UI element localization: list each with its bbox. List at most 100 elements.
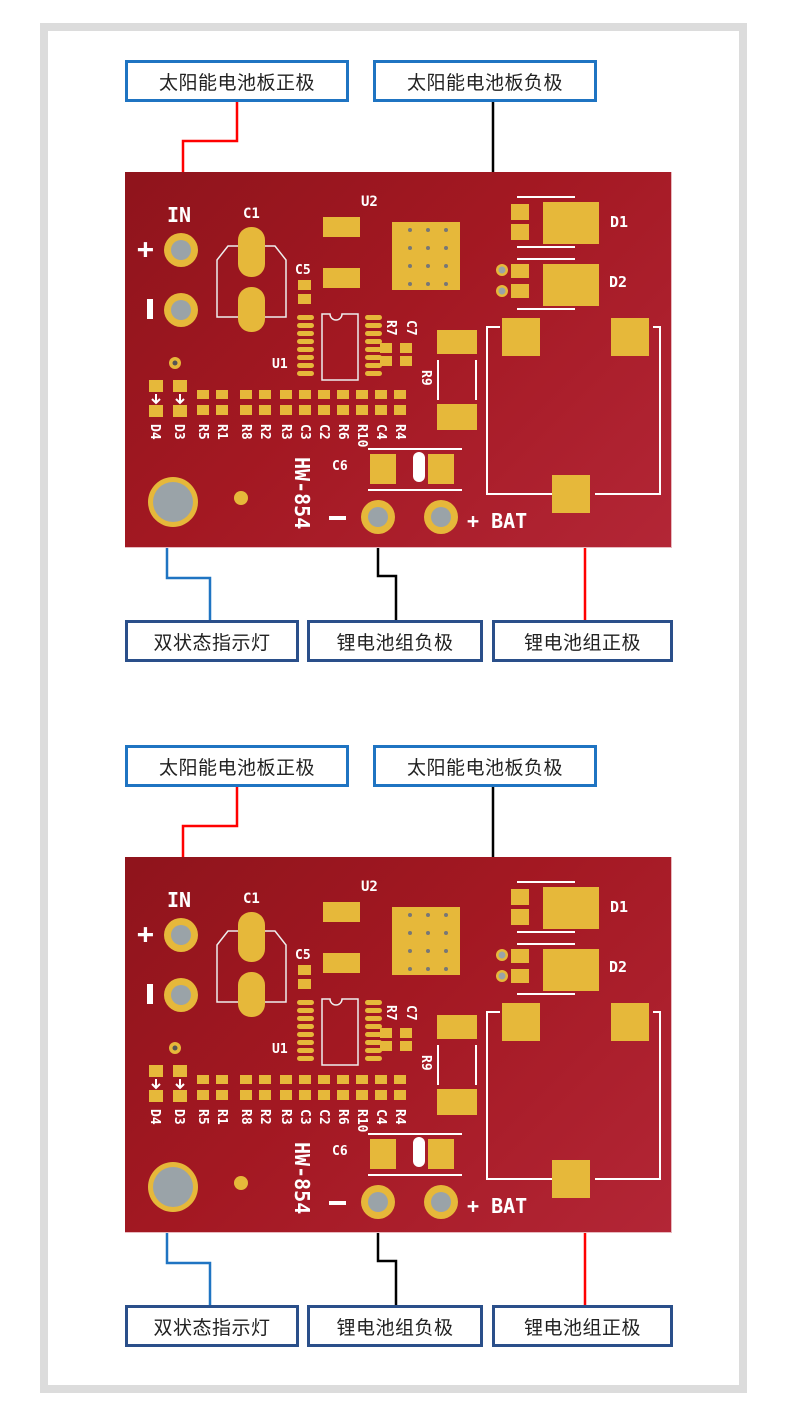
silk-minus-bat bbox=[329, 1201, 346, 1205]
pad-r6 bbox=[337, 390, 349, 399]
silk-r7: R7 bbox=[383, 1005, 398, 1021]
pad-c1-b bbox=[238, 972, 265, 1017]
silk-r3: R3 bbox=[278, 1109, 293, 1125]
pcb-artwork: IN + C1 U2 bbox=[137, 879, 661, 1219]
label-solar-negative: 太阳能电池板负极 bbox=[373, 745, 597, 787]
pad-inductor-b bbox=[611, 1003, 649, 1041]
pad-d4 bbox=[149, 1065, 163, 1077]
pad-r4 bbox=[394, 1075, 406, 1084]
label-solar-positive: 太阳能电池板正极 bbox=[125, 60, 349, 102]
label-indicator-led: 双状态指示灯 bbox=[125, 620, 299, 662]
label-battery-negative: 锂电池组负极 bbox=[307, 620, 483, 662]
silk-r2: R2 bbox=[257, 1109, 272, 1125]
silk-plus: + bbox=[137, 917, 154, 950]
silk-r5: R5 bbox=[195, 424, 210, 440]
pad-r2 bbox=[259, 390, 271, 399]
pad-d3 bbox=[173, 380, 187, 392]
silk-c4: C4 bbox=[373, 424, 388, 440]
label-battery-positive: 锂电池组正极 bbox=[492, 620, 673, 662]
label-solar-negative: 太阳能电池板负极 bbox=[373, 60, 597, 102]
silk-c2: C2 bbox=[316, 424, 331, 440]
pad-r3 bbox=[280, 390, 292, 399]
pad-d4 bbox=[149, 380, 163, 392]
pad-c3 bbox=[299, 390, 311, 399]
pad-r10 bbox=[356, 1075, 368, 1084]
wire-battery-negative bbox=[376, 1215, 398, 1305]
silk-bat: + BAT bbox=[467, 509, 527, 533]
label-solar-positive: 太阳能电池板正极 bbox=[125, 745, 349, 787]
silk-plus: + bbox=[137, 232, 154, 265]
pcb-board: IN + C1 U2 bbox=[125, 857, 672, 1233]
silk-minus-in bbox=[147, 299, 153, 319]
pad-r4 bbox=[394, 390, 406, 399]
silk-c7: C7 bbox=[403, 1005, 418, 1021]
silk-minus-in bbox=[147, 984, 153, 1004]
silk-d2: D2 bbox=[609, 958, 627, 976]
pad-r5 bbox=[197, 390, 209, 399]
silk-d1: D1 bbox=[610, 898, 628, 916]
silk-c2: C2 bbox=[316, 1109, 331, 1125]
pad-c1-a bbox=[238, 912, 265, 962]
wire-battery-negative bbox=[376, 530, 398, 620]
silk-r8: R8 bbox=[238, 1109, 253, 1125]
silk-minus-bat bbox=[329, 516, 346, 520]
pad-d3 bbox=[173, 1065, 187, 1077]
pad-u2-thermal bbox=[392, 222, 460, 290]
silk-c5: C5 bbox=[295, 948, 311, 963]
pcb-diagram-panel: 太阳能电池板正极 太阳能电池板负极 IN + C1 bbox=[0, 685, 790, 1365]
silk-r5: R5 bbox=[195, 1109, 210, 1125]
pad-inductor-a bbox=[502, 1003, 540, 1041]
silk-d4: D4 bbox=[147, 1109, 162, 1125]
silk-d3: D3 bbox=[171, 1109, 186, 1125]
pad-d2 bbox=[543, 949, 599, 991]
silk-r9: R9 bbox=[418, 370, 433, 386]
label-battery-negative: 锂电池组负极 bbox=[307, 1305, 483, 1347]
silk-c5: C5 bbox=[295, 263, 311, 278]
silk-u1: U1 bbox=[272, 1042, 288, 1057]
silk-r4: R4 bbox=[392, 424, 407, 440]
silk-r6: R6 bbox=[335, 424, 350, 440]
silk-model: HW-854 bbox=[290, 457, 314, 529]
pad-c2 bbox=[318, 390, 330, 399]
silk-r6: R6 bbox=[335, 1109, 350, 1125]
silk-c6: C6 bbox=[332, 459, 348, 474]
silk-r1: R1 bbox=[214, 1109, 229, 1125]
pad-u2-thermal bbox=[392, 907, 460, 975]
silk-r7: R7 bbox=[383, 320, 398, 336]
pad-c2 bbox=[318, 1075, 330, 1084]
pad-inductor-c bbox=[552, 1160, 590, 1198]
silk-u2: U2 bbox=[361, 194, 378, 210]
silk-c6: C6 bbox=[332, 1144, 348, 1159]
pad-r8 bbox=[240, 1075, 252, 1084]
silk-model: HW-854 bbox=[290, 1142, 314, 1214]
silk-r10: R10 bbox=[354, 1109, 369, 1133]
pad-c3 bbox=[299, 1075, 311, 1084]
silk-u1: U1 bbox=[272, 357, 288, 372]
silk-c3: C3 bbox=[297, 1109, 312, 1125]
silk-r2: R2 bbox=[257, 424, 272, 440]
silk-r9: R9 bbox=[418, 1055, 433, 1071]
silk-r3: R3 bbox=[278, 424, 293, 440]
pad-d1 bbox=[543, 887, 599, 929]
silk-r4: R4 bbox=[392, 1109, 407, 1125]
pad-r1 bbox=[216, 390, 228, 399]
silk-d4: D4 bbox=[147, 424, 162, 440]
silk-in: IN bbox=[167, 888, 191, 912]
silk-c1: C1 bbox=[243, 891, 260, 907]
pad-c1-a bbox=[238, 227, 265, 277]
pad-d2 bbox=[543, 264, 599, 306]
pad-r8 bbox=[240, 390, 252, 399]
pad-r1 bbox=[216, 1075, 228, 1084]
pcb-board: IN + C1 U2 bbox=[125, 172, 672, 548]
pad-r3 bbox=[280, 1075, 292, 1084]
silk-c7: C7 bbox=[403, 320, 418, 336]
silk-r1: R1 bbox=[214, 424, 229, 440]
silk-r10: R10 bbox=[354, 424, 369, 448]
silk-d3: D3 bbox=[171, 424, 186, 440]
pcb-diagram-panel: 太阳能电池板正极 太阳能电池板负极 IN + C1 bbox=[0, 0, 790, 680]
pcb-artwork: IN + C1 U2 bbox=[137, 194, 661, 534]
silk-c1: C1 bbox=[243, 206, 260, 222]
pad-r6 bbox=[337, 1075, 349, 1084]
pad-c4 bbox=[375, 390, 387, 399]
silk-c4: C4 bbox=[373, 1109, 388, 1125]
